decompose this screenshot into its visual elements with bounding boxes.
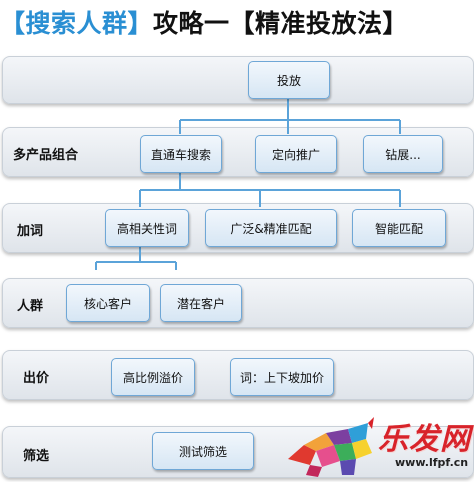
node-word-slope-bid: 词：上下坡加价 <box>230 358 334 396</box>
watermark-url: www.lfpf.cn <box>395 456 469 469</box>
title-highlight: 【搜索人群】 <box>0 9 154 38</box>
watermark-brand: 乐发网 <box>378 422 471 457</box>
node-test-filter: 测试筛选 <box>152 432 254 470</box>
connector-ztc-to-keywords <box>139 171 401 207</box>
page-title: 【搜索人群】攻略一【精准投放法】 <box>0 6 474 42</box>
row-label-bid: 出价 <box>23 371 50 386</box>
watermark-bull-logo <box>288 417 374 477</box>
title-rest: 攻略一【精准投放法】 <box>153 9 409 38</box>
node-smart-match: 智能匹配 <box>352 209 446 247</box>
connector-launch-to-products <box>179 98 401 134</box>
row-band-launch <box>2 56 474 104</box>
node-through-train-search: 直通车搜索 <box>140 135 222 173</box>
node-launch: 投放 <box>248 61 330 99</box>
node-potential-customers: 潜在客户 <box>160 284 242 322</box>
row-label-filter: 筛选 <box>23 449 50 464</box>
node-broad-exact-match: 广泛&精准匹配 <box>205 209 337 247</box>
row-label-keywords: 加词 <box>17 224 44 239</box>
node-high-relevance-words: 高相关性词 <box>105 209 189 247</box>
row-label-audience: 人群 <box>17 299 44 314</box>
node-targeted-promotion: 定向推广 <box>255 135 337 173</box>
node-high-ratio-premium: 高比例溢价 <box>111 358 195 396</box>
node-core-customers: 核心客户 <box>66 284 150 322</box>
connector-keywords-to-audience <box>95 247 177 270</box>
node-diamond-booth: 钻展... <box>363 135 443 173</box>
row-label-products: 多产品组合 <box>13 148 79 163</box>
